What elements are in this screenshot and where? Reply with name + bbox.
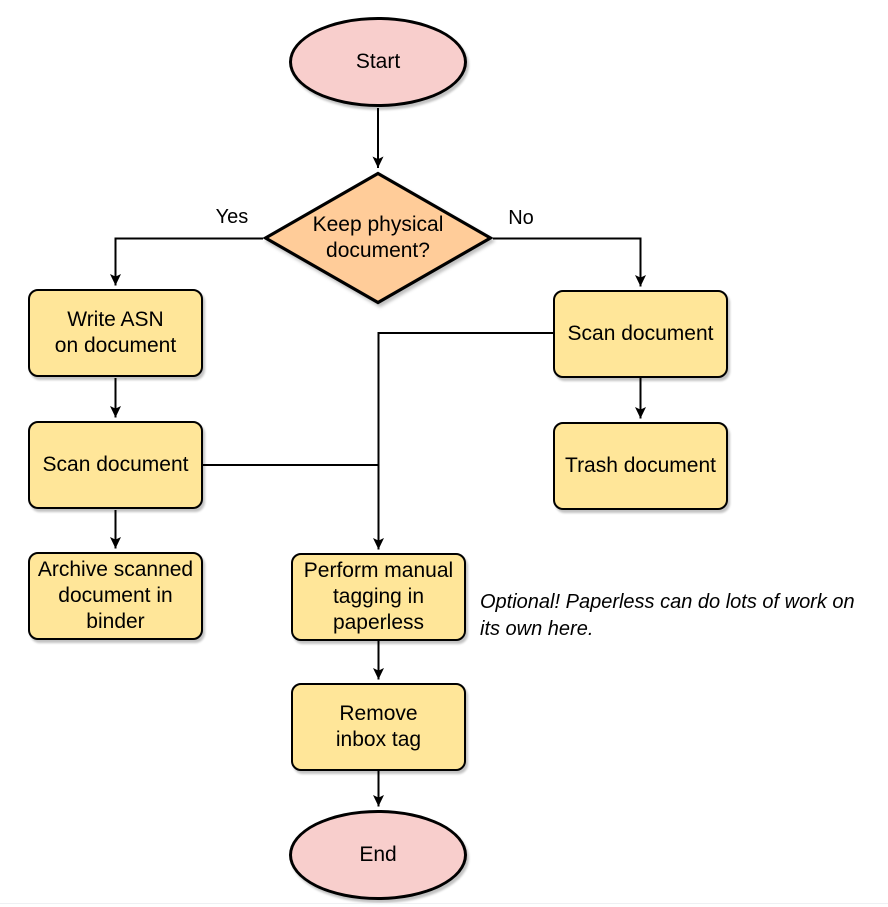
node-scan-yes-label: Scan document	[42, 452, 189, 476]
edge-decision-to-write-asn	[110, 237, 263, 286]
node-tagging-label: Perform manual tagging in paperless	[303, 558, 454, 635]
node-scan-document-yes-branch: Scan document	[28, 421, 203, 509]
node-trash-label: Trash document	[565, 453, 716, 477]
node-scan-document-no-branch: Scan document	[553, 290, 728, 378]
node-remove-inbox-tag: Remove inbox tag	[291, 683, 466, 771]
edge-label-yes: Yes	[215, 206, 249, 228]
node-archive-scanned-document: Archive scanned document in binder	[28, 552, 203, 640]
node-remove-inbox-label: Remove inbox tag	[335, 701, 422, 751]
node-start-label: Start	[355, 49, 401, 73]
node-archive-label: Archive scanned document in binder	[37, 557, 194, 634]
node-scan-no-label: Scan document	[567, 321, 714, 345]
node-end: End	[289, 810, 467, 900]
edge-label-no: No	[508, 207, 534, 229]
edge-decision-to-scan-no	[493, 237, 646, 287]
node-start: Start	[289, 17, 467, 107]
node-perform-manual-tagging: Perform manual tagging in paperless	[291, 553, 466, 641]
node-write-asn-on-document: Write ASN on document	[28, 289, 203, 377]
edge-scan-no-to-tagging	[373, 332, 553, 550]
node-decision-label: Keep physical document?	[312, 212, 444, 262]
node-trash-document: Trash document	[553, 422, 728, 510]
bottom-hairline-divider	[0, 903, 888, 904]
node-write-asn-label: Write ASN on document	[54, 307, 177, 357]
diamond-shape	[263, 171, 493, 305]
optional-note-text: Optional! Paperless can do lots of work …	[480, 591, 855, 640]
node-decision-keep-physical-document: Keep physical document?	[263, 171, 493, 305]
node-end-label: End	[359, 842, 397, 866]
